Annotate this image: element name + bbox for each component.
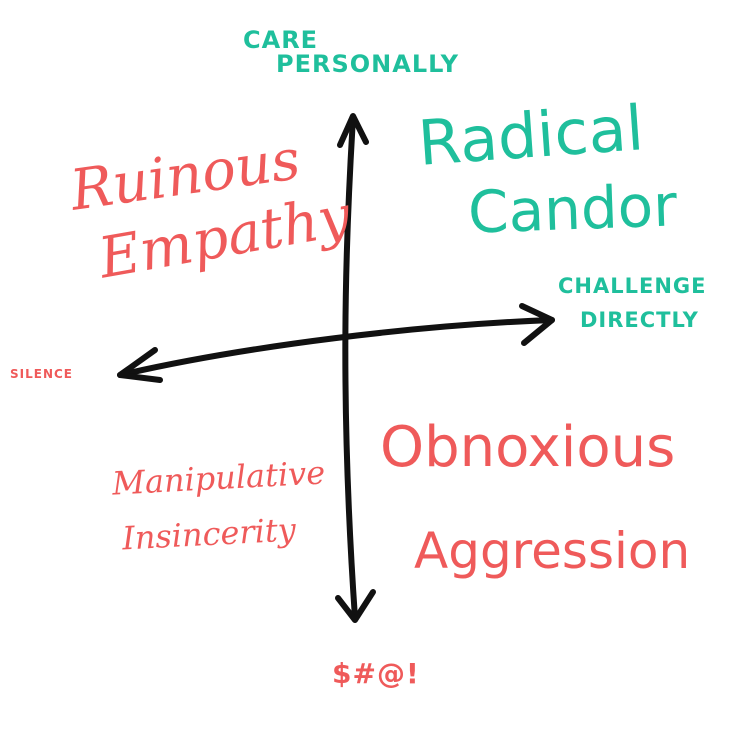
quadrant-obnoxious-aggression-line2: Aggression (414, 522, 691, 580)
axis-label-expletive: $#@! (332, 657, 420, 690)
vertical-axis-arrowhead-top (337, 113, 369, 148)
vertical-axis-arrowhead-bottom (335, 589, 376, 623)
quadrant-manipulative-insincerity-line2: Insincerity (121, 510, 297, 558)
quadrant-radical-candor-line1: Radical (415, 91, 646, 180)
horizontal-axis-line (117, 317, 555, 378)
quadrant-obnoxious-aggression-line1: Obnoxious (380, 415, 676, 480)
axis-label-directly: DIRECTLY (580, 308, 699, 332)
axis-label-care: CARE (243, 26, 319, 54)
axis-label-challenge: CHALLENGE (558, 274, 707, 298)
vertical-axis-line (342, 115, 358, 621)
horizontal-axis-arrowhead-right (519, 303, 555, 346)
axis-label-silence: SILENCE (10, 367, 73, 381)
quadrant-manipulative-insincerity-line1: Manipulative (111, 453, 327, 503)
horizontal-axis-arrowhead-left (117, 347, 163, 383)
axis-label-personally: PERSONALLY (276, 50, 460, 78)
quadrant-radical-candor-line2: Candor (466, 171, 679, 247)
